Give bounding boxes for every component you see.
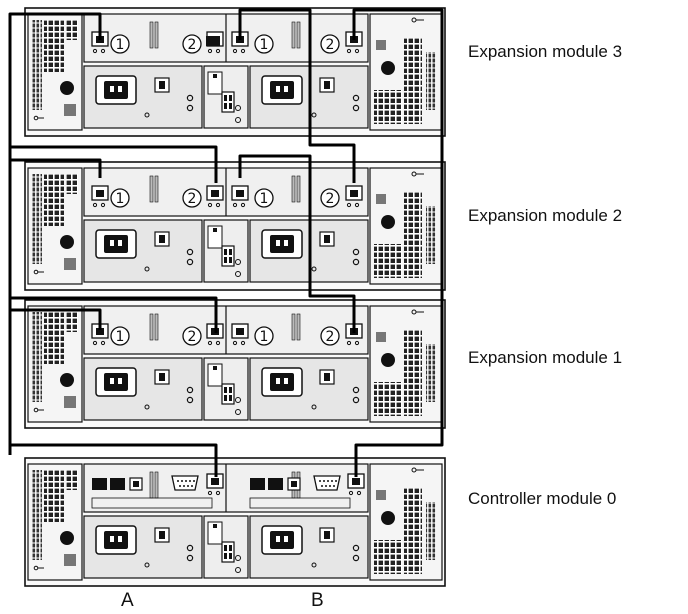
module-label-expansion-1: Expansion module 1: [468, 348, 622, 368]
port-number-b-1: 1: [260, 329, 269, 345]
left-fan-bay: [28, 14, 82, 130]
right-fan-bay: [370, 464, 442, 580]
port-number-b-2: 2: [326, 37, 335, 53]
expansion-module-1: 1 2 1 2: [25, 300, 445, 428]
port-number-a-2: 2: [188, 37, 197, 53]
left-fan-bay: [28, 168, 82, 284]
module-label-expansion-2: Expansion module 2: [468, 206, 622, 226]
power-supply-bays: [84, 66, 368, 128]
expansion-module-2: 1 2 1 2: [25, 162, 445, 290]
right-fan-bay: [370, 168, 442, 284]
right-fan-bay: [370, 306, 442, 422]
expansion-module-3: 1 2 1 2: [25, 8, 445, 136]
controller-module-0: [25, 458, 445, 586]
port-number-b-2: 2: [326, 191, 335, 207]
module-label-controller-0: Controller module 0: [468, 489, 616, 509]
port-number-a-1: 1: [116, 37, 125, 53]
left-fan-bay: [28, 306, 82, 422]
port-number-b-2: 2: [326, 329, 335, 345]
power-supply-bays: [84, 516, 368, 578]
power-supply-bays: [84, 358, 368, 420]
side-label-b: B: [311, 590, 324, 612]
power-supply-bays: [84, 220, 368, 282]
port-number-b-1: 1: [260, 37, 269, 53]
port-number-a-1: 1: [116, 191, 125, 207]
port-number-b-1: 1: [260, 191, 269, 207]
module-label-expansion-3: Expansion module 3: [468, 42, 622, 62]
left-fan-bay: [28, 464, 82, 580]
port-number-a-1: 1: [116, 329, 125, 345]
port-number-a-2: 2: [188, 191, 197, 207]
port-number-a-2: 2: [188, 329, 197, 345]
side-label-a: A: [121, 590, 134, 612]
right-fan-bay: [370, 14, 442, 130]
